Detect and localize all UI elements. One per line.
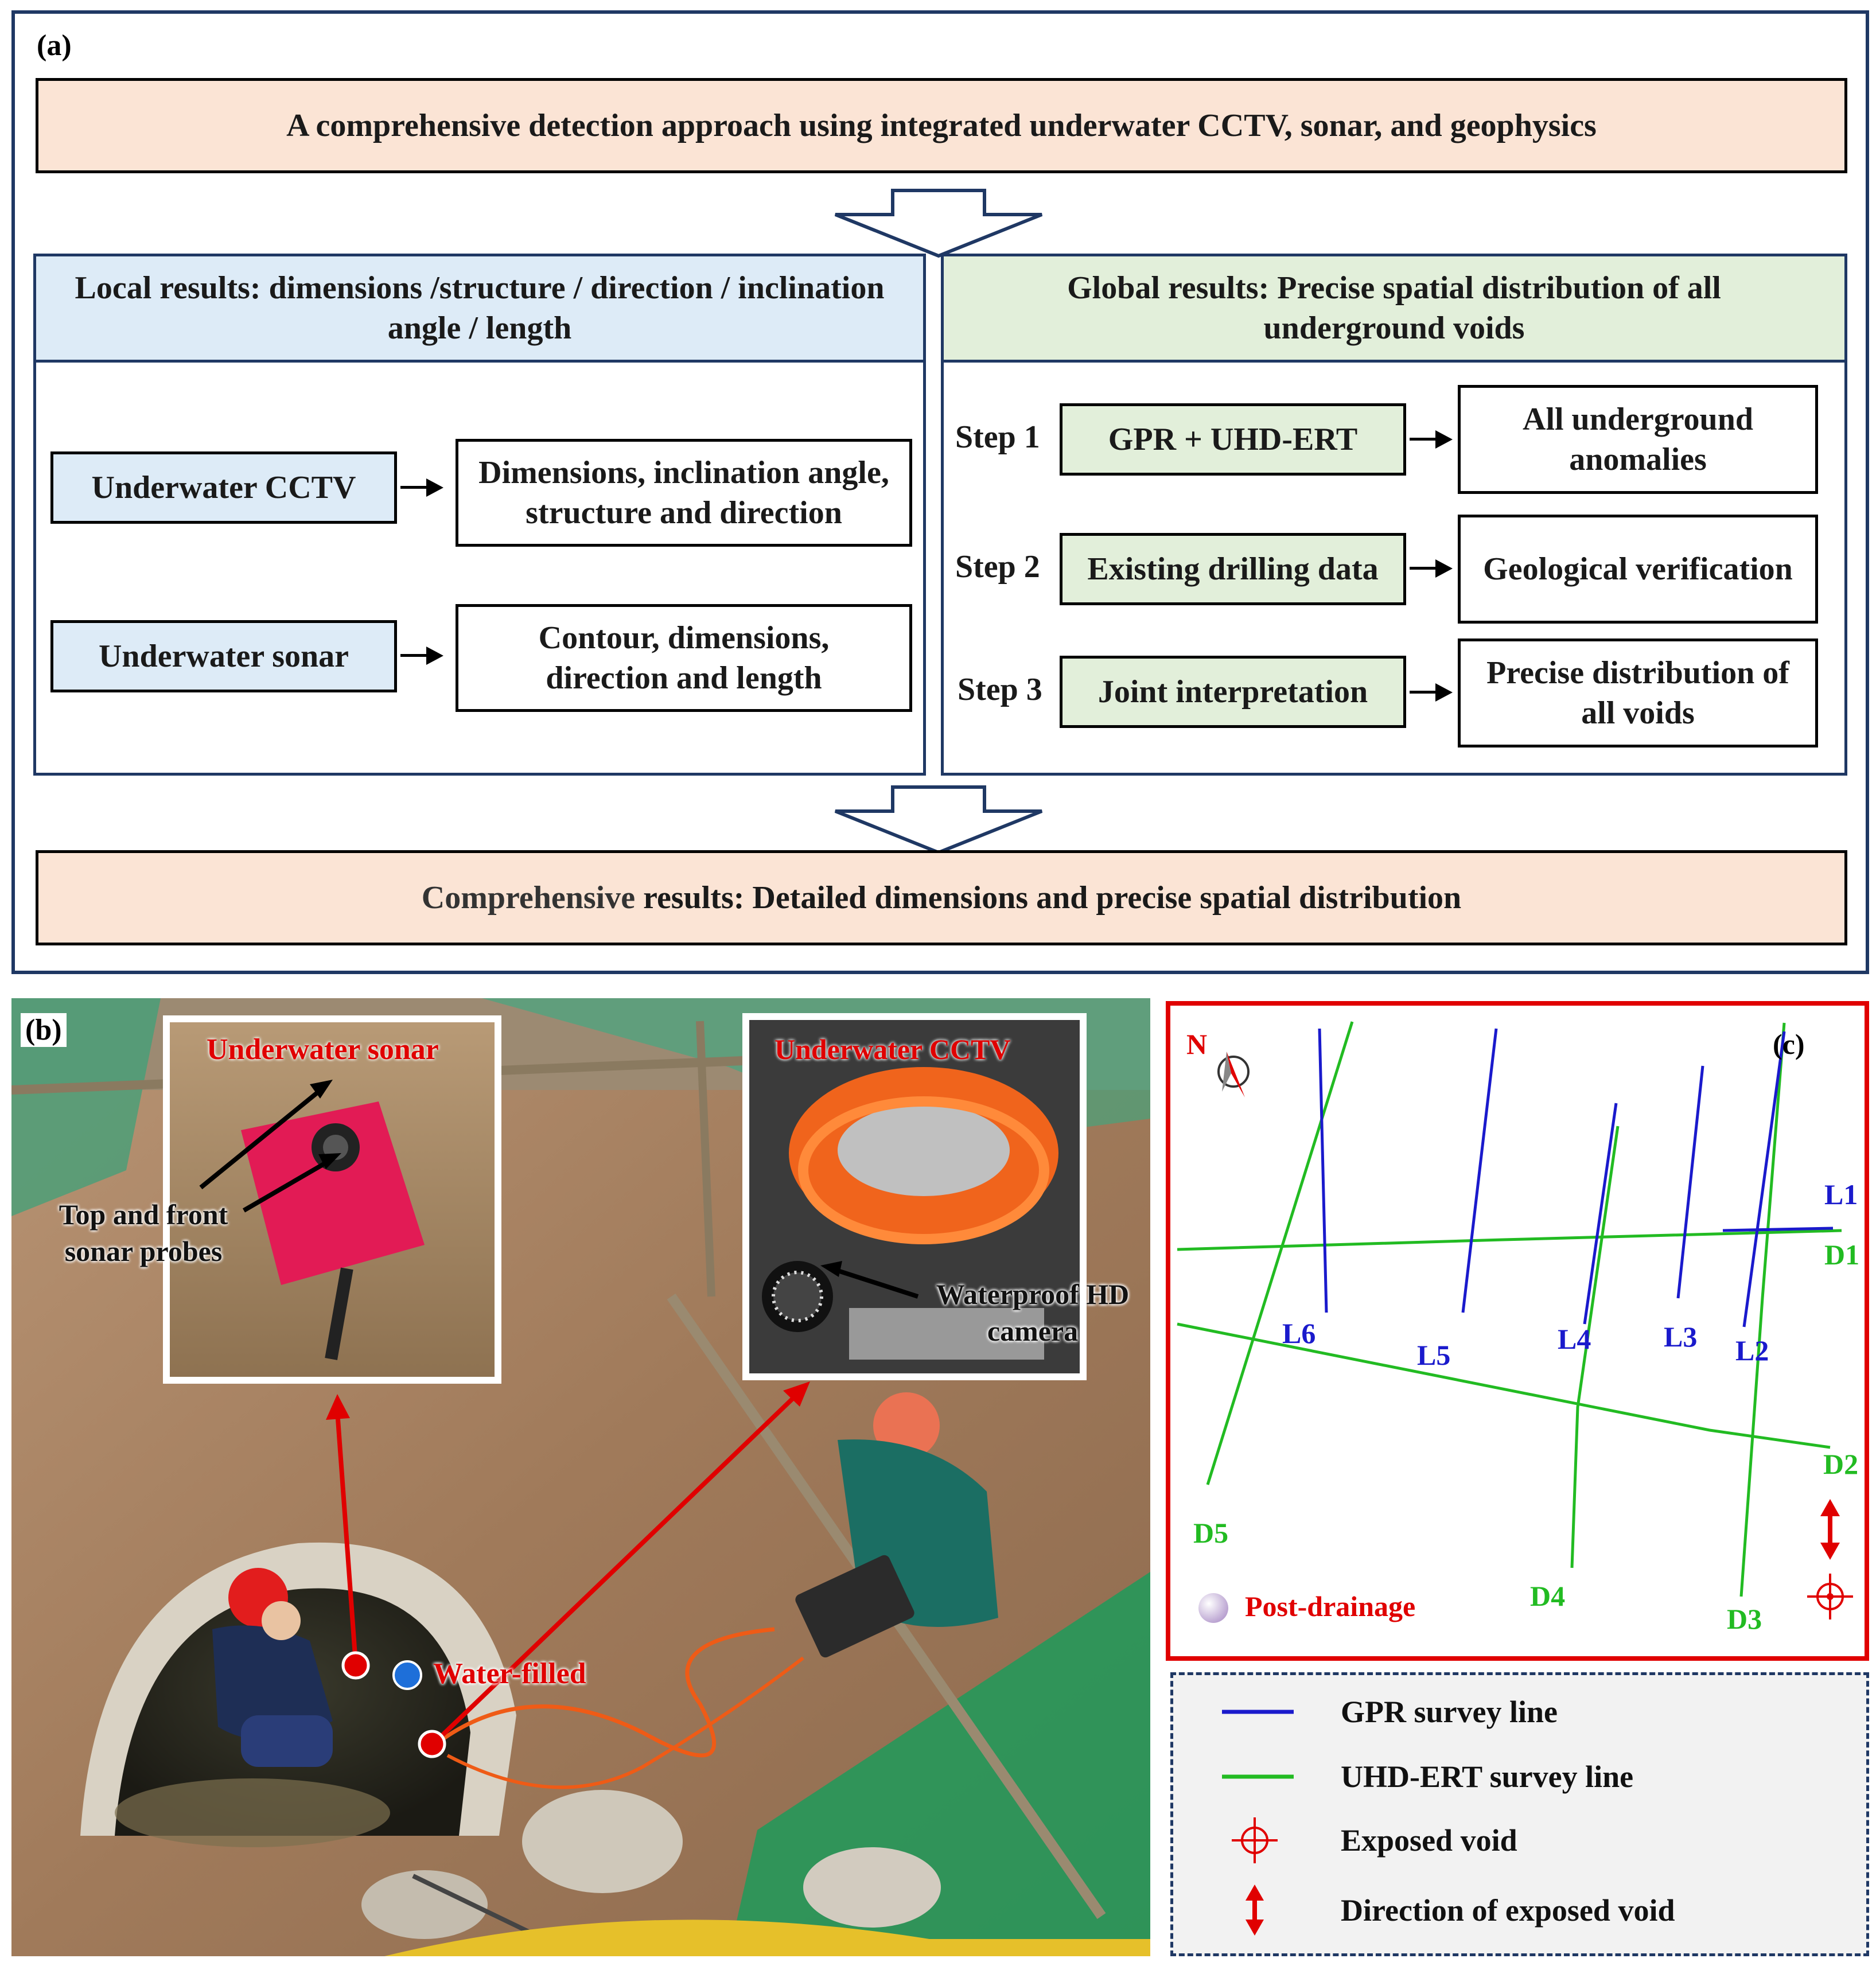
local-header-rest: dimensions /structure / direction / incl… <box>260 270 885 346</box>
step-2-label: Step 2 <box>955 549 1040 585</box>
local-results-header: Local results: dimensions /structure / d… <box>33 254 926 363</box>
label-L3: L3 <box>1664 1321 1698 1353</box>
label-L2: L2 <box>1735 1334 1769 1366</box>
legend-ert: UHD-ERT survey line <box>1341 1759 1634 1794</box>
method-drilling-data: Existing drilling data <box>1060 533 1406 605</box>
water-filled-label: Water-filled <box>433 1657 586 1690</box>
bottom-banner-part1: Comprehensive <box>421 880 644 916</box>
panel-c-label: (c) <box>1773 1028 1805 1060</box>
label-L1: L1 <box>1824 1178 1858 1210</box>
panel-b-label: (b) <box>21 1013 67 1047</box>
panel-a: (a) A comprehensive detection approach u… <box>11 10 1869 974</box>
double-arrow-icon <box>1246 1885 1264 1936</box>
arrow-right-icon <box>1435 683 1453 702</box>
result-geological: Geological verification <box>1458 515 1818 624</box>
north-label: N <box>1186 1028 1208 1060</box>
gpr-line-L3 <box>1676 1065 1704 1299</box>
legend-exposed-void: Exposed void <box>1341 1823 1517 1858</box>
gpr-lines <box>1318 1028 1834 1327</box>
global-results-frame: Global results: Precise spatial distribu… <box>941 254 1847 776</box>
gpr-line-L6 <box>1318 1028 1328 1313</box>
top-banner: A comprehensive detection approach using… <box>36 78 1847 173</box>
arrow-right-icon <box>426 647 443 665</box>
result-bold: Precise <box>1486 655 1585 691</box>
legend: GPR survey line UHD-ERT survey line Expo… <box>1170 1672 1869 1956</box>
ert-line-D2 <box>1177 1322 1831 1449</box>
result-rest: distribution of all voids <box>1581 655 1789 731</box>
arrow-right-icon <box>1435 430 1453 449</box>
method-gpr-ert: GPR + UHD-ERT <box>1060 403 1406 476</box>
method-underwater-cctv: Underwater CCTV <box>50 451 397 524</box>
survey-lines-map <box>1177 1021 1853 1623</box>
result-anomalies: All underground anomalies <box>1458 385 1818 494</box>
panel-b-photo: (b) Underwater sonar Top and front sonar… <box>11 998 1150 1956</box>
post-drainage-label: Post-drainage <box>1245 1590 1416 1622</box>
down-arrow-icon <box>834 785 1043 855</box>
camera-label: Waterproof HD camera <box>936 1278 1130 1347</box>
local-header-bold: Local results: <box>75 270 261 306</box>
ert-line-D5 <box>1206 1021 1354 1485</box>
double-arrow-icon <box>1820 1499 1840 1560</box>
label-D2: D2 <box>1823 1448 1859 1480</box>
legend-gpr: GPR survey line <box>1341 1695 1558 1729</box>
label-D4: D4 <box>1530 1580 1566 1612</box>
arrow-right-icon <box>1435 559 1453 578</box>
label-D3: D3 <box>1727 1603 1762 1635</box>
cctv-inset-title: Underwater CCTV <box>774 1033 1011 1065</box>
bottom-banner-part2: results: Detailed dimensions and precise… <box>643 880 1462 916</box>
result-precise-distribution: Precise distribution of all voids <box>1458 639 1818 747</box>
bottom-banner: Comprehensive results: Detailed dimensio… <box>36 850 1847 945</box>
label-L4: L4 <box>1558 1323 1591 1355</box>
ert-line-D1 <box>1177 1229 1842 1251</box>
ert-lines <box>1177 1021 1842 1597</box>
arrow-right-icon <box>426 478 443 497</box>
ert-line-D4 <box>1570 1126 1620 1568</box>
ert-line-D3 <box>1739 1022 1786 1597</box>
gpr-line-L1 <box>1722 1227 1834 1232</box>
local-results-frame: Local results: dimensions /structure / d… <box>33 254 926 776</box>
crosshair-icon <box>1232 1817 1278 1863</box>
method-underwater-sonar: Underwater sonar <box>50 620 397 692</box>
legend-symbols <box>1222 1710 1294 1936</box>
site-photo-illustration <box>11 998 1150 1956</box>
step-1-label: Step 1 <box>955 419 1040 455</box>
global-results-header: Global results: Precise spatial distribu… <box>941 254 1847 363</box>
panel-a-label: (a) <box>37 29 72 62</box>
gpr-line-L4 <box>1583 1103 1618 1325</box>
gpr-line-L2 <box>1742 1031 1786 1327</box>
result-cctv: Dimensions, inclination angle, structure… <box>456 439 912 547</box>
label-L6: L6 <box>1282 1317 1316 1349</box>
sonar-probe-label: Top and front sonar probes <box>59 1198 228 1267</box>
gpr-line-L5 <box>1461 1028 1498 1313</box>
compass-icon <box>1217 1052 1250 1097</box>
worker-right <box>795 1392 998 1658</box>
down-arrow-icon <box>834 189 1043 258</box>
post-drainage-marker <box>1198 1593 1228 1623</box>
label-D1: D1 <box>1824 1239 1860 1271</box>
crosshair-icon <box>1807 1574 1853 1619</box>
step-3-label: Step 3 <box>958 672 1042 707</box>
worker-left <box>212 1568 333 1767</box>
label-D5: D5 <box>1193 1517 1229 1549</box>
label-L5: L5 <box>1417 1339 1451 1371</box>
sonar-inset-title: Underwater sonar <box>207 1033 439 1066</box>
result-sonar: Contour, dimensions, direction and lengt… <box>456 604 912 712</box>
legend-direction: Direction of exposed void <box>1341 1893 1675 1928</box>
method-joint-interpretation: Joint interpretation <box>1060 656 1406 728</box>
panel-c-map: (c) N L1 L2 L3 L4 L5 L6 D1 D2 D3 D4 D5 P… <box>1166 1001 1869 1661</box>
